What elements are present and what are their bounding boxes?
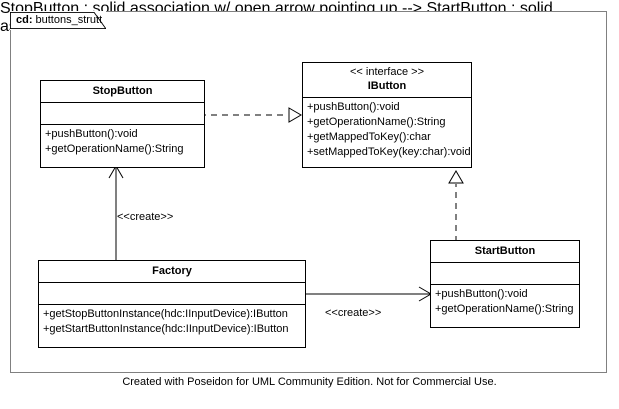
class-name-ibutton: IButton	[367, 80, 407, 92]
class-operations-factory: +getStopButtonInstance(hdc:IInputDevice)…	[39, 304, 305, 340]
class-header-ibutton: << interface >> IButton	[303, 63, 471, 97]
class-operations-ibutton: +pushButton():void +getOperationName():S…	[303, 97, 471, 163]
class-header-stopbutton: StopButton	[41, 81, 204, 102]
footer-credit: Created with Poseidon for UML Community …	[122, 376, 497, 388]
class-name-stopbutton: StopButton	[92, 85, 153, 97]
operation-item: +setMappedToKey(key:char):void	[307, 146, 471, 158]
diagram-tab-kind: cd:	[16, 14, 33, 26]
operation-item: +pushButton():void	[435, 288, 528, 300]
operation-item: +getStartButtonInstance(hdc:IInputDevice…	[43, 323, 289, 335]
operation-item: +getOperationName():String	[45, 143, 184, 155]
operation-item: +getOperationName():String	[307, 116, 446, 128]
operation-item: +getStopButtonInstance(hdc:IInputDevice)…	[43, 308, 288, 320]
edge-label-factory-creates-start: <<create>>	[325, 307, 382, 319]
operation-item: +pushButton():void	[307, 101, 400, 113]
class-box-ibutton[interactable]: << interface >> IButton +pushButton():vo…	[302, 62, 472, 168]
class-attributes-stopbutton	[41, 102, 204, 124]
operation-item: +pushButton():void	[45, 128, 138, 140]
diagram-tab-label: cd:buttons_strutt	[16, 15, 102, 26]
class-name-startbutton: StartButton	[474, 245, 536, 257]
realization-hollow-triangle	[288, 107, 302, 123]
connector-start-realizes-ibutton[interactable]	[445, 168, 467, 242]
class-stereotype-ibutton: << interface >>	[350, 66, 424, 78]
class-attributes-factory	[39, 282, 305, 304]
class-box-stopbutton[interactable]: StopButton +pushButton():void +getOperat…	[40, 80, 205, 168]
class-box-startbutton[interactable]: StartButton +pushButton():void +getOpera…	[430, 240, 580, 328]
class-operations-startbutton: +pushButton():void +getOperationName():S…	[431, 284, 579, 320]
class-header-factory: Factory	[39, 261, 305, 282]
connector-factory-creates-start[interactable]	[305, 283, 433, 305]
class-name-factory: Factory	[152, 265, 192, 277]
diagram-tab-name: buttons_strutt	[35, 14, 103, 26]
realization-hollow-triangle	[448, 170, 464, 184]
class-box-factory[interactable]: Factory +getStopButtonInstance(hdc:IInpu…	[38, 260, 306, 348]
edge-label-factory-creates-stop: <<create>>	[117, 211, 174, 223]
diagram-tab-shape	[10, 12, 107, 29]
class-header-startbutton: StartButton	[431, 241, 579, 262]
operation-item: +getOperationName():String	[435, 303, 574, 315]
connector-stop-realizes-ibutton[interactable]	[200, 104, 310, 126]
operation-item: +getMappedToKey():char	[307, 131, 431, 143]
class-operations-stopbutton: +pushButton():void +getOperationName():S…	[41, 124, 204, 160]
diagram-tab[interactable]: cd:buttons_strutt	[10, 11, 107, 30]
class-attributes-startbutton	[431, 262, 579, 284]
